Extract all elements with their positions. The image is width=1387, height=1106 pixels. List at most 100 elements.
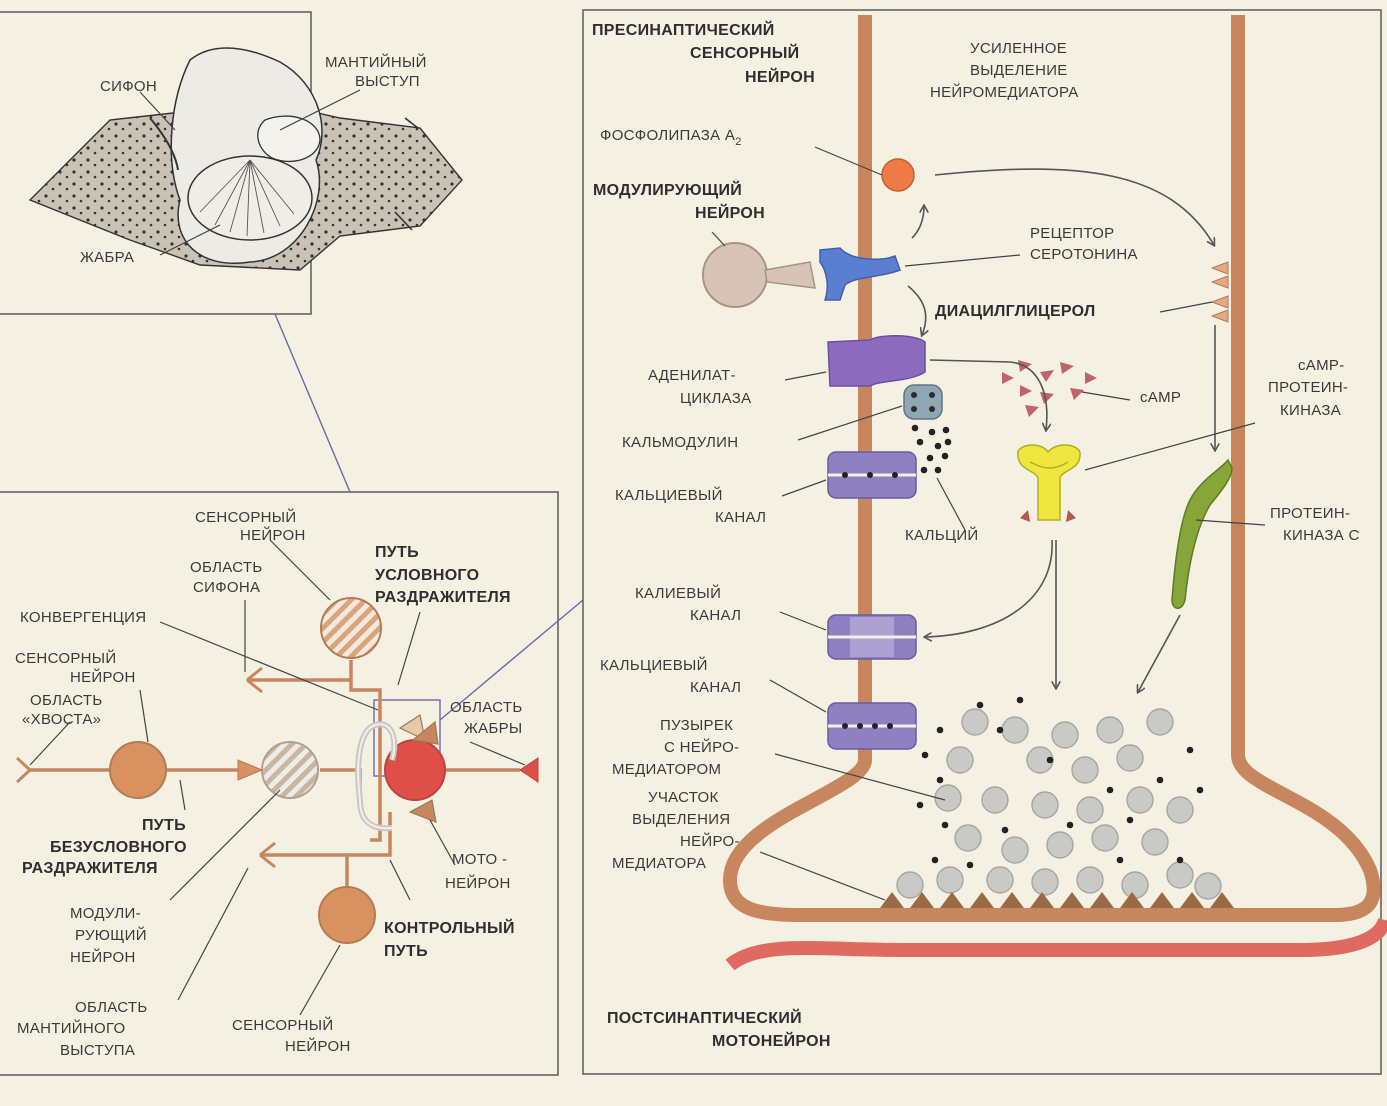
svg-text:ВЫДЕЛЕНИЯ: ВЫДЕЛЕНИЯ <box>632 811 730 828</box>
svg-text:КАНАЛ: КАНАЛ <box>690 607 741 624</box>
vesicle <box>1077 797 1103 823</box>
gill-label: ЖАБРА <box>80 249 134 266</box>
vesicle <box>1167 862 1193 888</box>
vesicle <box>1032 792 1058 818</box>
calmodulin <box>904 385 942 419</box>
phospholipase-a2 <box>882 159 914 191</box>
transmitter-dot <box>937 727 944 734</box>
svg-text:ВЫДЕЛЕНИЕ: ВЫДЕЛЕНИЕ <box>970 62 1068 79</box>
svg-text:КАЛЬЦИЙ: КАЛЬЦИЙ <box>905 526 979 544</box>
transmitter-dot <box>1197 787 1204 794</box>
svg-text:ПРОТЕИН-: ПРОТЕИН- <box>1270 505 1350 522</box>
svg-text:НЕЙРОН: НЕЙРОН <box>70 668 136 686</box>
svg-text:НЕЙРОН: НЕЙРОН <box>445 874 511 892</box>
transmitter-dot <box>1157 777 1164 784</box>
svg-text:СЕНСОРНЫЙ: СЕНСОРНЫЙ <box>15 649 116 667</box>
svg-text:ЖАБРЫ: ЖАБРЫ <box>464 720 522 737</box>
svg-text:ДИАЦИЛГЛИЦЕРОЛ: ДИАЦИЛГЛИЦЕРОЛ <box>935 303 1096 320</box>
svg-text:КАЛЬМОДУЛИН: КАЛЬМОДУЛИН <box>622 434 738 451</box>
svg-text:РАЗДРАЖИТЕЛЯ: РАЗДРАЖИТЕЛЯ <box>375 589 511 606</box>
vesicle <box>1077 867 1103 893</box>
svg-text:С НЕЙРО-: С НЕЙРО- <box>664 738 739 756</box>
svg-text:НЕЙРОН: НЕЙРОН <box>285 1037 351 1055</box>
vesicle <box>1002 837 1028 863</box>
svg-text:РАЗДРАЖИТЕЛЯ: РАЗДРАЖИТЕЛЯ <box>22 860 158 877</box>
transmitter-dot <box>1002 827 1009 834</box>
svg-text:ОБЛАСТЬ: ОБЛАСТЬ <box>30 692 102 709</box>
svg-text:БЕЗУСЛОВНОГО: БЕЗУСЛОВНОГО <box>50 839 187 856</box>
calcium-channel-2 <box>828 703 916 749</box>
svg-text:КАЛИЕВЫЙ: КАЛИЕВЫЙ <box>635 584 721 602</box>
transmitter-dot <box>1047 757 1054 764</box>
vesicle <box>897 872 923 898</box>
vesicle <box>1167 797 1193 823</box>
svg-text:СЕНСОРНЫЙ: СЕНСОРНЫЙ <box>232 1016 333 1034</box>
vesicle <box>1127 787 1153 813</box>
vesicle <box>982 787 1008 813</box>
transmitter-dot <box>1117 857 1124 864</box>
modulating-neuron <box>262 742 318 798</box>
adenylate-cyclase <box>828 336 925 386</box>
svg-text:КОНТРОЛЬНЫЙ: КОНТРОЛЬНЫЙ <box>384 918 515 937</box>
sensory-neuron-siphon <box>321 598 381 658</box>
transmitter-dot <box>917 802 924 809</box>
svg-text:АДЕНИЛАТ-: АДЕНИЛАТ- <box>648 367 736 384</box>
transmitter-dot <box>967 862 974 869</box>
vesicle <box>947 747 973 773</box>
svg-text:НЕЙРОМЕДИАТОРА: НЕЙРОМЕДИАТОРА <box>930 83 1079 101</box>
vesicle <box>987 867 1013 893</box>
svg-text:ПОСТСИНАПТИЧЕСКИЙ: ПОСТСИНАПТИЧЕСКИЙ <box>607 1008 802 1027</box>
vesicle <box>1052 722 1078 748</box>
sensory-neuron-mantle <box>319 887 375 943</box>
svg-text:МАНТИЙНОГО: МАНТИЙНОГО <box>17 1019 126 1037</box>
svg-text:сАМР-: сАМР- <box>1298 357 1345 374</box>
svg-text:СЕРОТОНИНА: СЕРОТОНИНА <box>1030 246 1138 263</box>
svg-text:ЦИКЛАЗА: ЦИКЛАЗА <box>680 390 751 407</box>
svg-text:сАМР: сАМР <box>1140 389 1181 406</box>
vesicle <box>1122 872 1148 898</box>
svg-text:ОБЛАСТЬ: ОБЛАСТЬ <box>190 559 262 576</box>
mantle-label: МАНТИЙНЫЙ <box>325 53 427 71</box>
sensory-neuron-tail <box>110 742 166 798</box>
vesicle <box>1092 825 1118 851</box>
svg-text:НЕЙРОН: НЕЙРОН <box>70 948 136 966</box>
siphon-label: СИФОН <box>100 78 157 95</box>
svg-text:ОБЛАСТЬ: ОБЛАСТЬ <box>450 699 522 716</box>
svg-text:УЧАСТОК: УЧАСТОК <box>648 789 719 806</box>
svg-text:РУЮЩИЙ: РУЮЩИЙ <box>75 926 147 944</box>
svg-text:«ХВОСТА»: «ХВОСТА» <box>22 711 101 728</box>
svg-text:КИНАЗА: КИНАЗА <box>1280 402 1341 419</box>
transmitter-dot <box>1067 822 1074 829</box>
vesicle <box>1072 757 1098 783</box>
svg-text:ПУТЬ: ПУТЬ <box>142 817 186 834</box>
transmitter-dot <box>1107 787 1114 794</box>
calcium-channel-1 <box>828 452 916 498</box>
mantle-label: ВЫСТУП <box>355 73 420 90</box>
svg-text:КАЛЬЦИЕВЫЙ: КАЛЬЦИЕВЫЙ <box>615 486 723 504</box>
svg-text:КОНВЕРГЕНЦИЯ: КОНВЕРГЕНЦИЯ <box>20 609 146 626</box>
vesicle <box>1147 709 1173 735</box>
transmitter-dot <box>1017 697 1024 704</box>
svg-text:СЕНСОРНЫЙ: СЕНСОРНЫЙ <box>690 43 799 62</box>
svg-text:МОТО -: МОТО - <box>452 851 507 868</box>
svg-text:НЕЙРОН: НЕЙРОН <box>240 526 306 544</box>
transmitter-dot <box>932 857 939 864</box>
svg-text:МОДУЛИ-: МОДУЛИ- <box>70 905 141 922</box>
transmitter-dot <box>977 702 984 709</box>
svg-text:КАНАЛ: КАНАЛ <box>690 679 741 696</box>
transmitter-dot <box>937 777 944 784</box>
svg-text:РЕЦЕПТОР: РЕЦЕПТОР <box>1030 225 1114 242</box>
zoom-line-aplysia <box>275 314 350 492</box>
transmitter-dot <box>997 727 1004 734</box>
svg-text:КАЛЬЦИЕВЫЙ: КАЛЬЦИЕВЫЙ <box>600 656 708 674</box>
transmitter-dot <box>1187 747 1194 754</box>
svg-text:СЕНСОРНЫЙ: СЕНСОРНЫЙ <box>195 508 296 526</box>
svg-text:ПРОТЕИН-: ПРОТЕИН- <box>1268 379 1348 396</box>
svg-text:МОТОНЕЙРОН: МОТОНЕЙРОН <box>712 1031 831 1050</box>
svg-text:ВЫСТУПА: ВЫСТУПА <box>60 1042 135 1059</box>
svg-text:МОДУЛИРУЮЩИЙ: МОДУЛИРУЮЩИЙ <box>593 180 742 199</box>
vesicle <box>1097 717 1123 743</box>
svg-text:КИНАЗА С: КИНАЗА С <box>1283 527 1360 544</box>
vesicle <box>962 709 988 735</box>
